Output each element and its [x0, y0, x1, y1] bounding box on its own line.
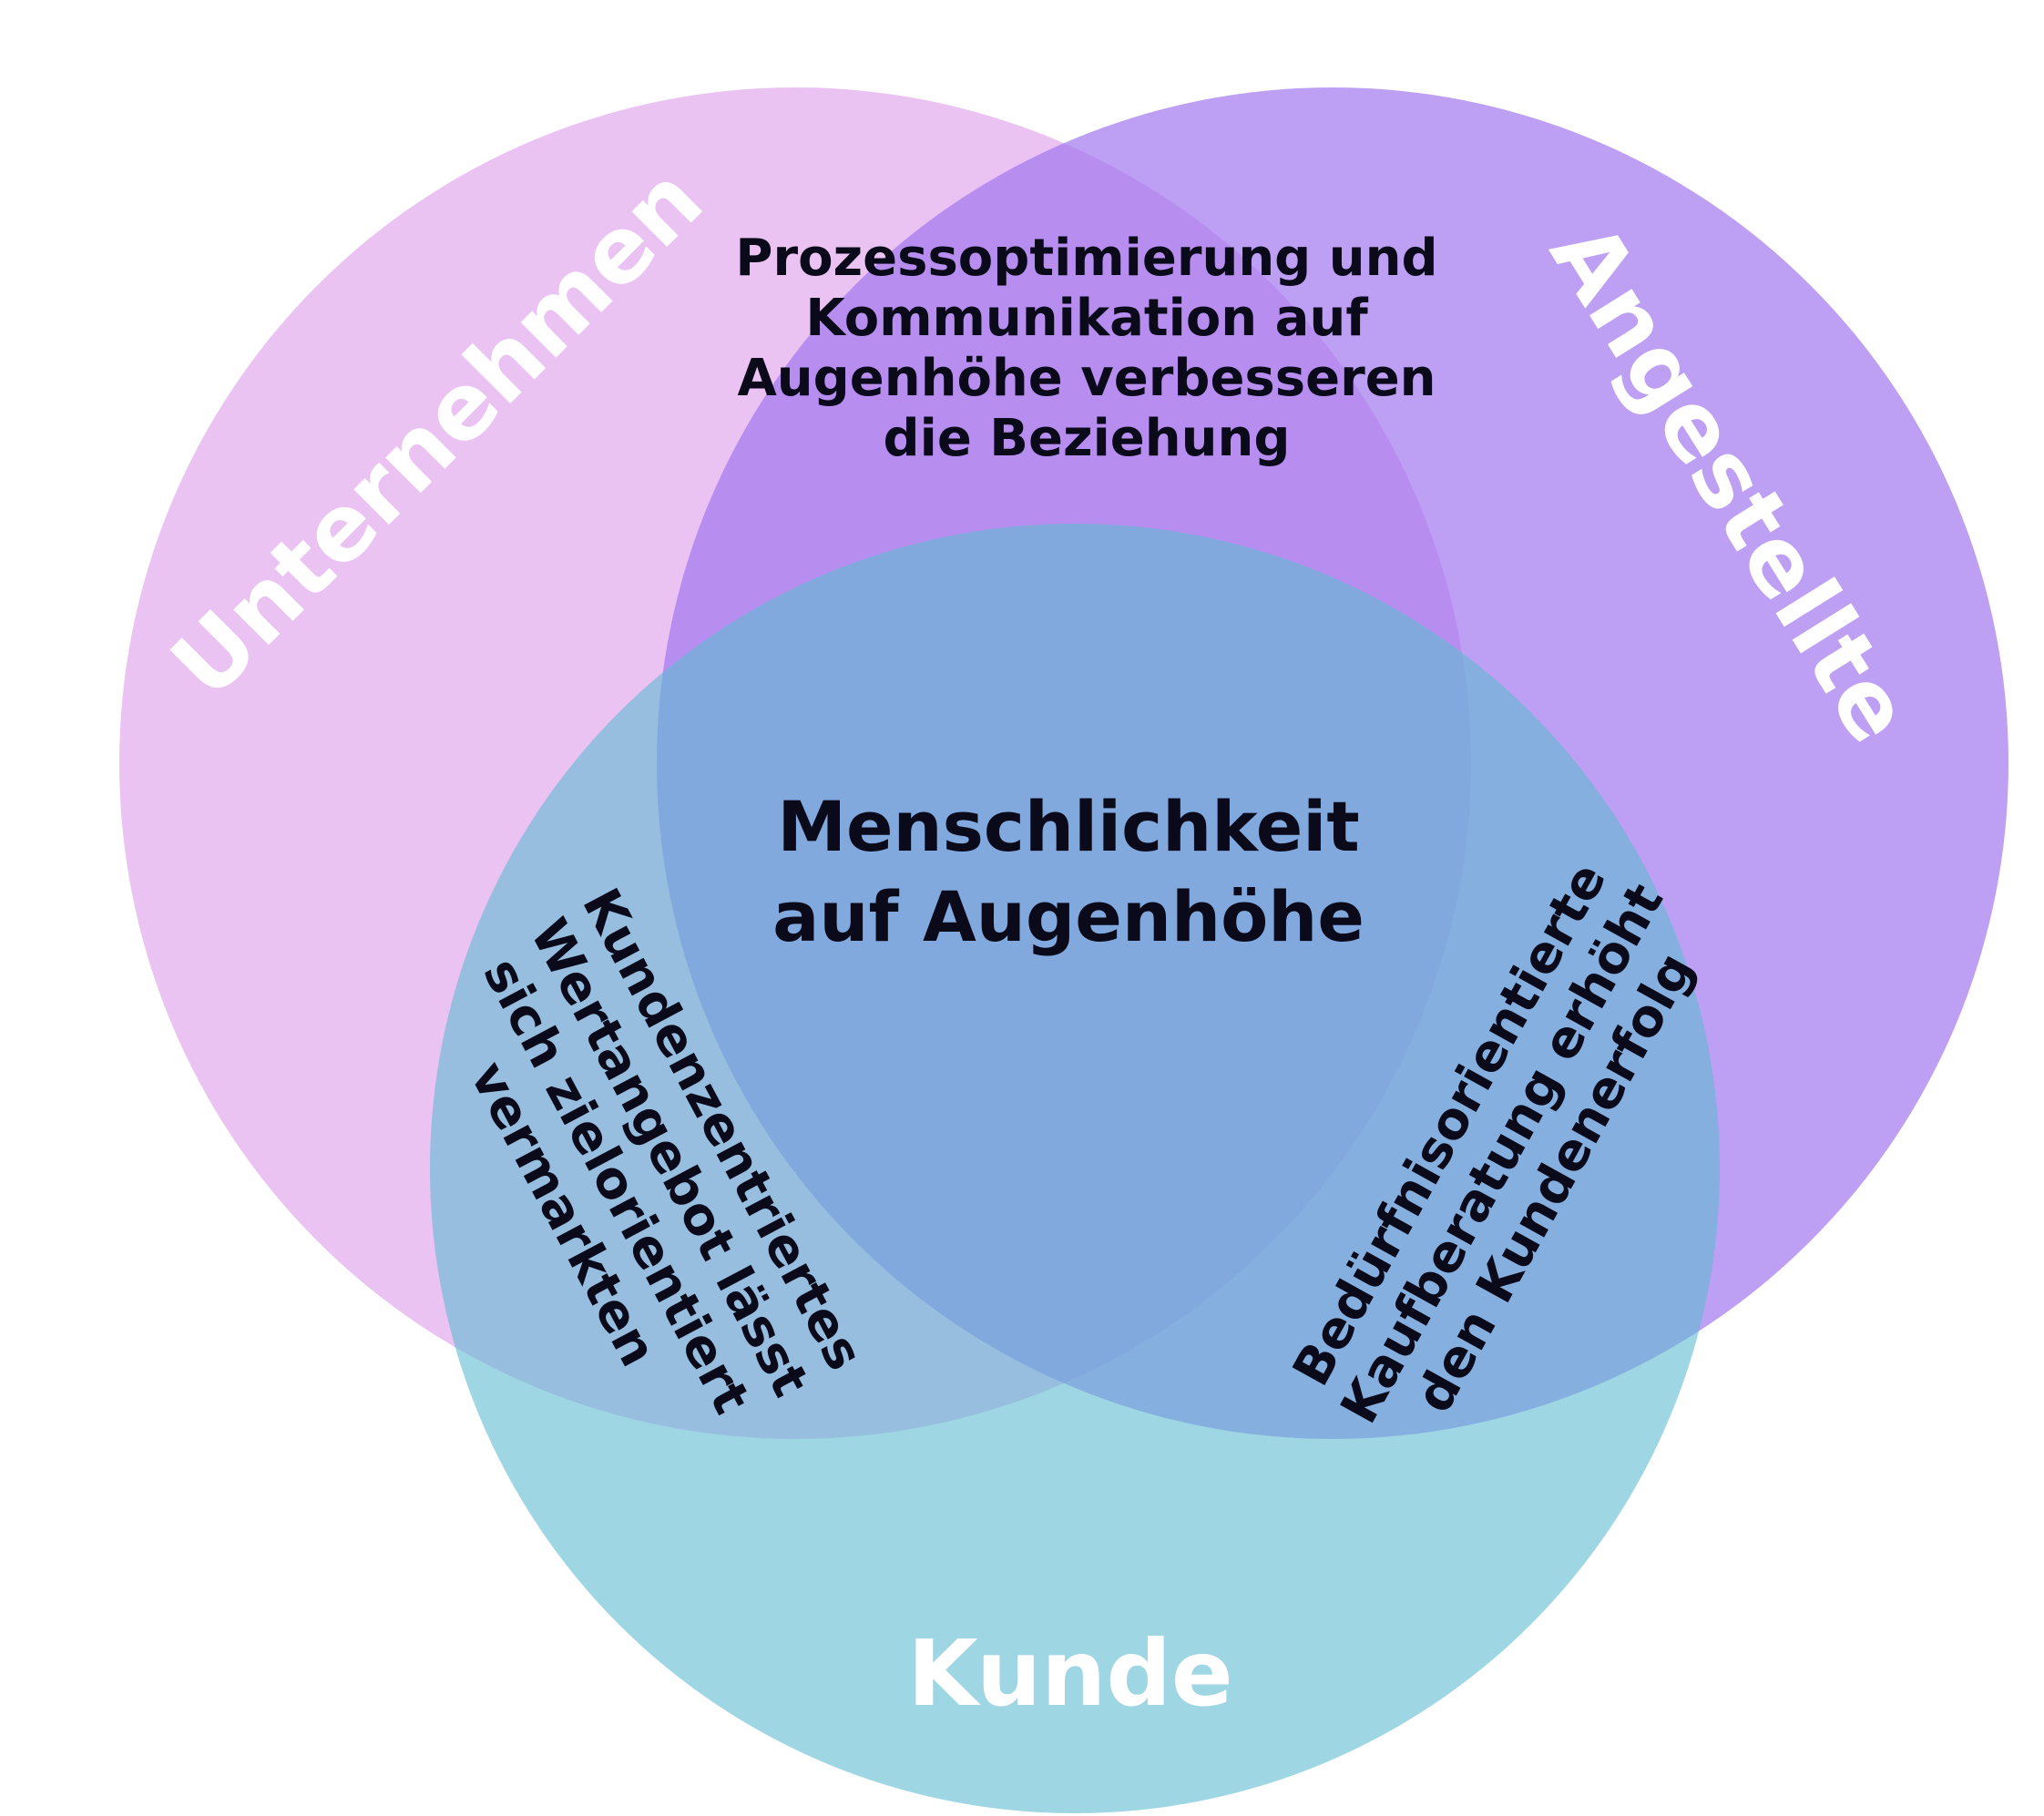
overlap-top-line: Augenhöhe verbesseren — [737, 349, 1436, 408]
overlap-top-text: Prozessoptimierung und Kommunikation auf… — [735, 229, 1437, 469]
overlap-center-line: Menschlichkeit — [777, 786, 1360, 868]
overlap-top-line: Kommunikation auf — [805, 288, 1368, 348]
circle-kunde — [430, 524, 1720, 1813]
overlap-top-line: die Beziehung — [883, 409, 1291, 469]
overlap-center-line: auf Augenhöhe — [772, 876, 1364, 957]
overlap-center-text: Menschlichkeit auf Augenhöhe — [772, 782, 1364, 963]
overlap-top-line: Prozessoptimierung und — [735, 228, 1438, 288]
title-kunde: Kunde — [907, 1620, 1233, 1727]
